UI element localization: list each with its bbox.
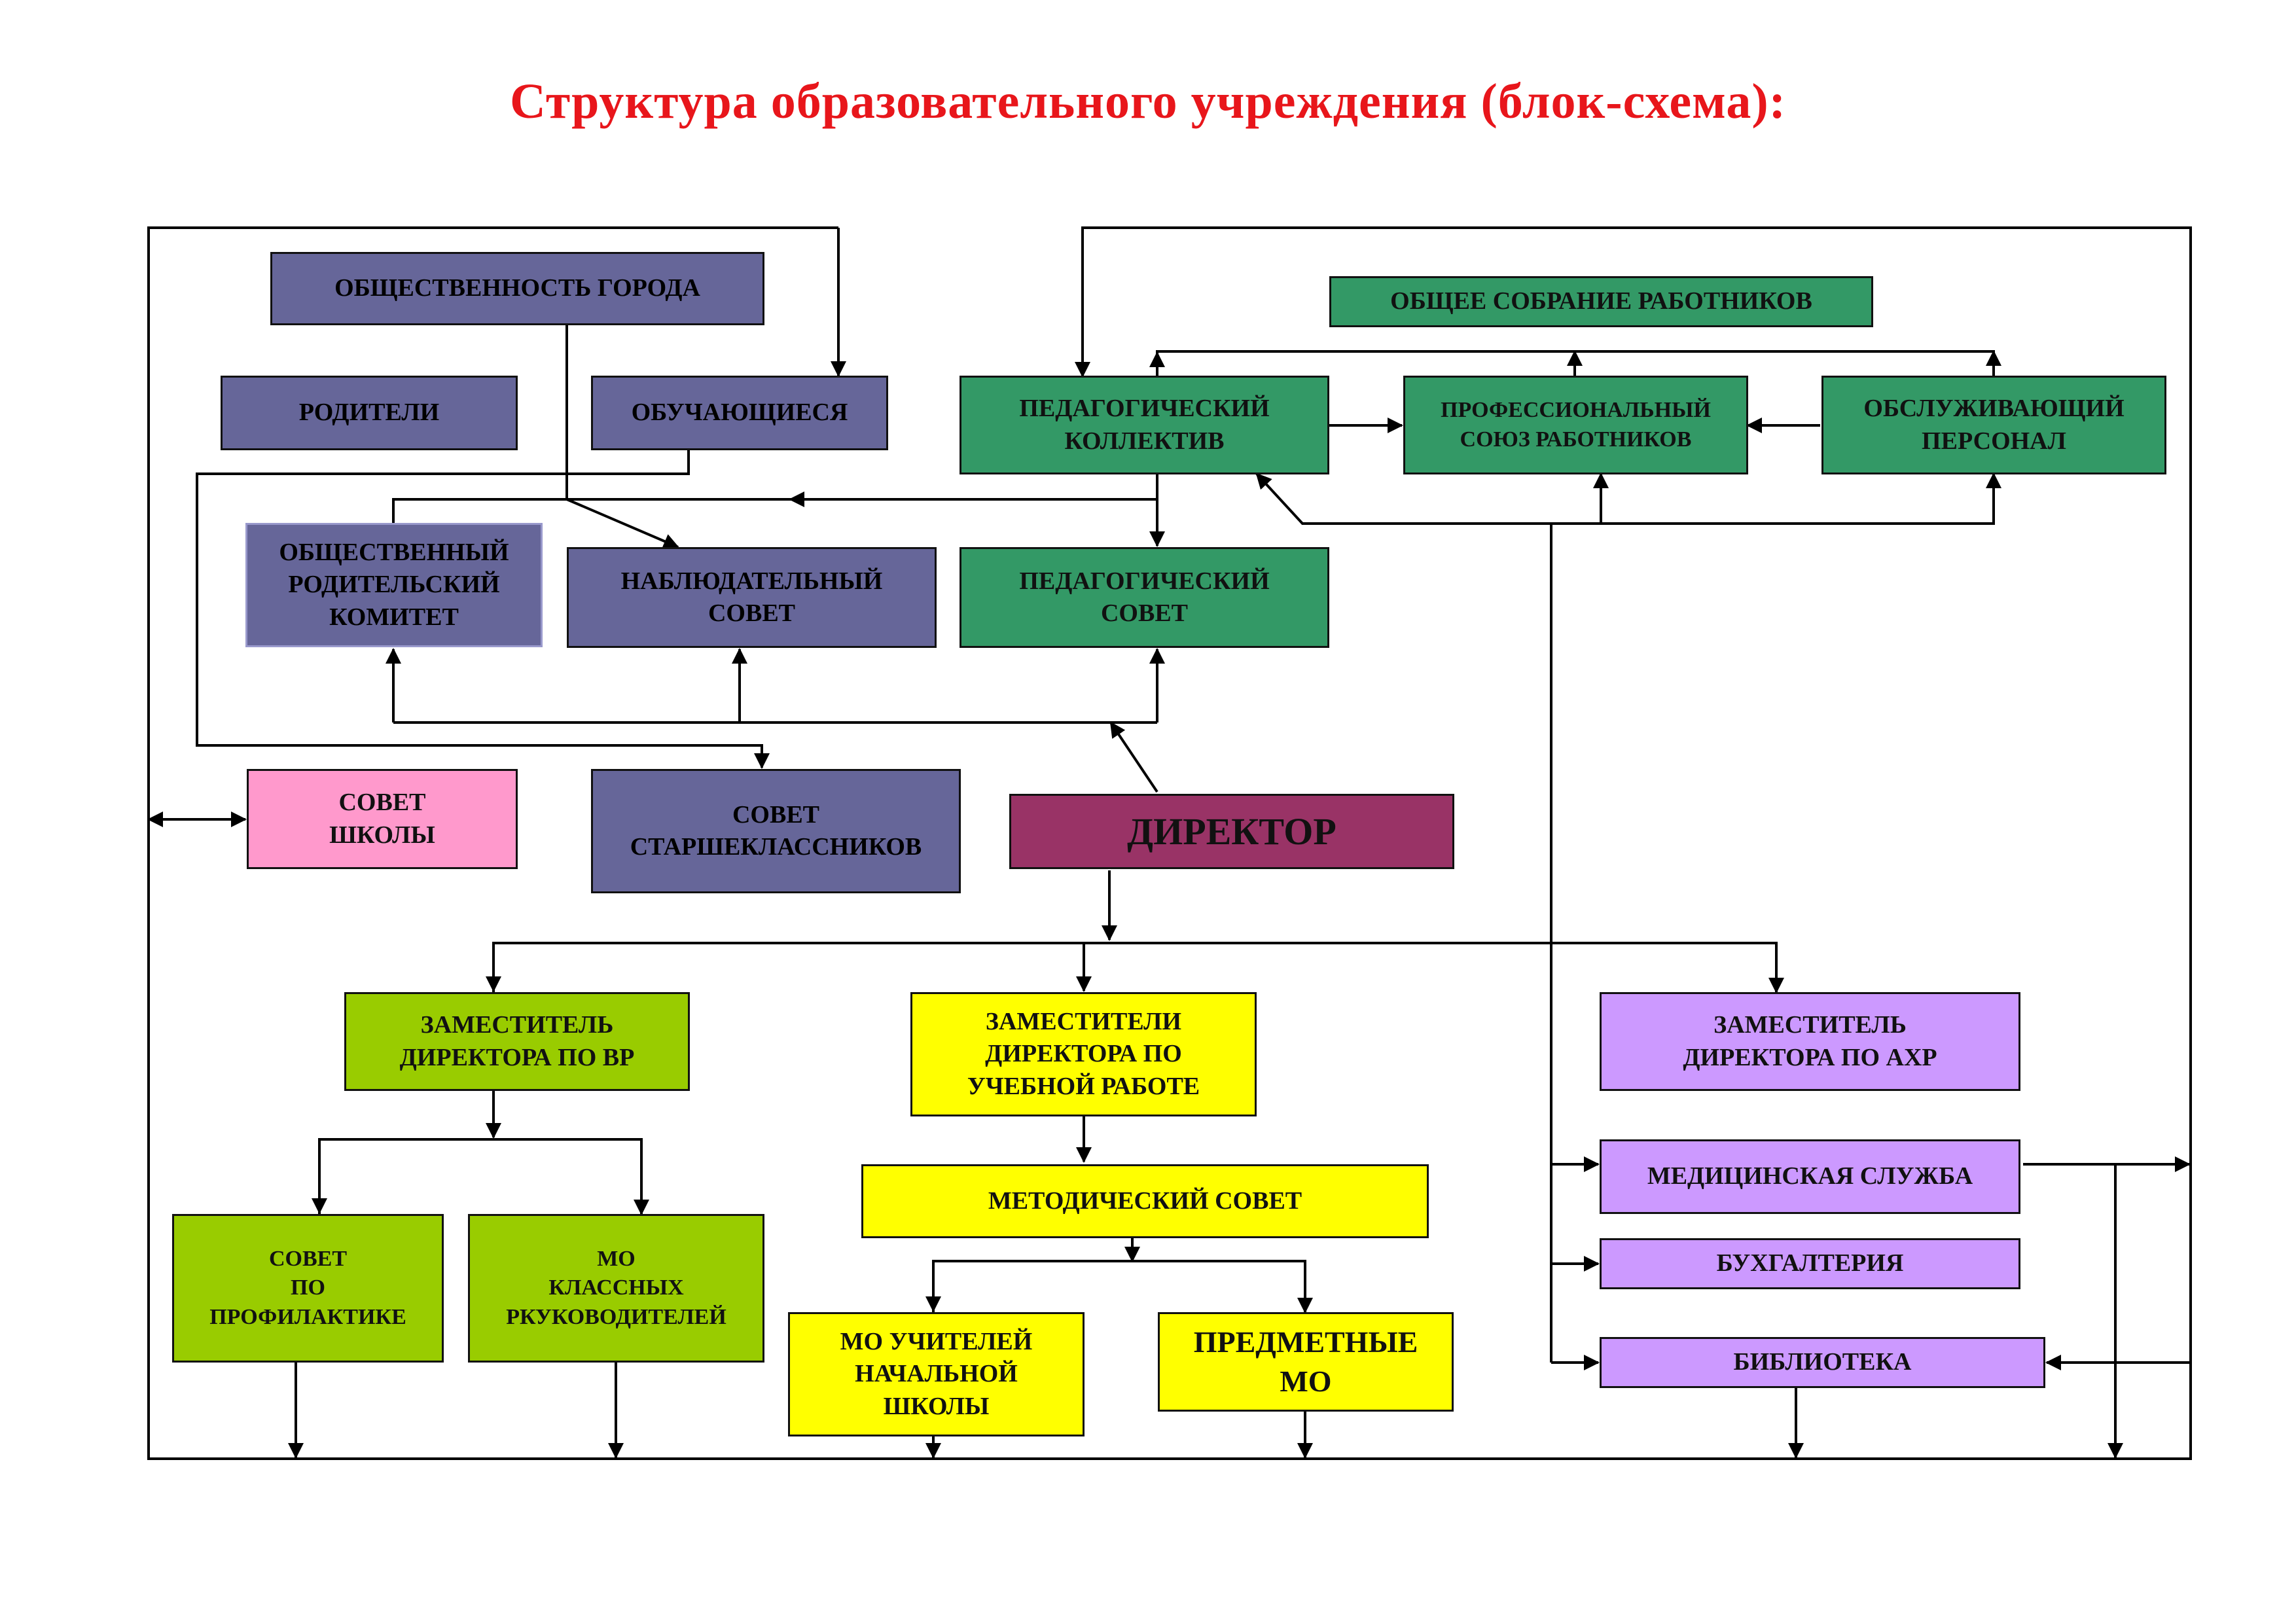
box-teaching-staff: ПЕДАГОГИЧЕСКИЙ КОЛЛЕКТИВ	[960, 376, 1329, 474]
line-method-split	[932, 1260, 1313, 1313]
line-763-left	[392, 498, 1165, 547]
box-methodical-council: МЕТОДИЧЕСКИЙ СОВЕТ	[861, 1164, 1429, 1238]
box-library: БИБЛИОТЕКА	[1600, 1337, 2045, 1388]
box-service-staff: ОБСЛУЖИВАЮЩИЙ ПЕРСОНАЛ	[1821, 376, 2166, 474]
line-deputies-bus	[492, 942, 1784, 993]
box-medical: МЕДИЦИНСКАЯ СЛУЖБА	[1600, 1139, 2020, 1214]
box-deputy-study: ЗАМЕСТИТЕЛИ ДИРЕКТОРА ПО УЧЕБНОЙ РАБОТЕ	[910, 992, 1257, 1116]
box-general-meeting: ОБЩЕЕ СОБРАНИЕ РАБОТНИКОВ	[1329, 276, 1873, 327]
box-supervisory-board: НАБЛЮДАТЕЛЬНЫЙ СОВЕТ	[567, 547, 937, 648]
box-senior-council: СОВЕТ СТАРШЕКЛАССНИКОВ	[591, 769, 961, 893]
line-vr-split	[318, 1138, 649, 1215]
box-mo-class-leaders: МО КЛАССНЫХ РКУКОВОДИТЕЛЕЙ	[468, 1214, 764, 1363]
box-parents: РОДИТЕЛИ	[221, 376, 518, 450]
box-prevention-council: СОВЕТ ПО ПРОФИЛАКТИКЕ	[172, 1214, 444, 1363]
line-ahr-bus-service	[1601, 473, 2001, 525]
box-students: ОБУЧАЮЩИЕСЯ	[591, 376, 888, 450]
box-school-council: СОВЕТ ШКОЛЫ	[247, 769, 518, 869]
box-deputy-ahr: ЗАМЕСТИТЕЛЬ ДИРЕКТОРА ПО АХР	[1600, 992, 2020, 1091]
box-mo-primary: МО УЧИТЕЛЕЙ НАЧАЛЬНОЙ ШКОЛЫ	[788, 1312, 1085, 1436]
box-parent-committee: ОБЩЕСТВЕННЫЙ РОДИТЕЛЬСКИЙ КОМИТЕТ	[245, 523, 543, 647]
line-director-up	[1109, 721, 1158, 793]
box-trade-union: ПРОФЕССИОНАЛЬНЫЙ СОЮЗ РАБОТНИКОВ	[1403, 376, 1748, 474]
box-accounting: БУХГАЛТЕРИЯ	[1600, 1238, 2020, 1289]
box-pedagogical-council: ПЕДАГОГИЧЕСКИЙ СОВЕТ	[960, 547, 1329, 648]
box-deputy-vr: ЗАМЕСТИТЕЛЬ ДИРЕКТОРА ПО ВР	[344, 992, 690, 1091]
box-subject-mo: ПРЕДМЕТНЫЕ МО	[1158, 1312, 1454, 1412]
page-title: Структура образовательного учреждения (б…	[509, 74, 1787, 129]
box-director: ДИРЕКТОР	[1009, 794, 1454, 869]
outer-frame-left	[147, 226, 2192, 1460]
box-city-public: ОБЩЕСТВЕННОСТЬ ГОРОДА	[270, 252, 764, 325]
line-students-loop	[196, 450, 770, 769]
line-ahr-bus-union	[1551, 473, 1609, 525]
